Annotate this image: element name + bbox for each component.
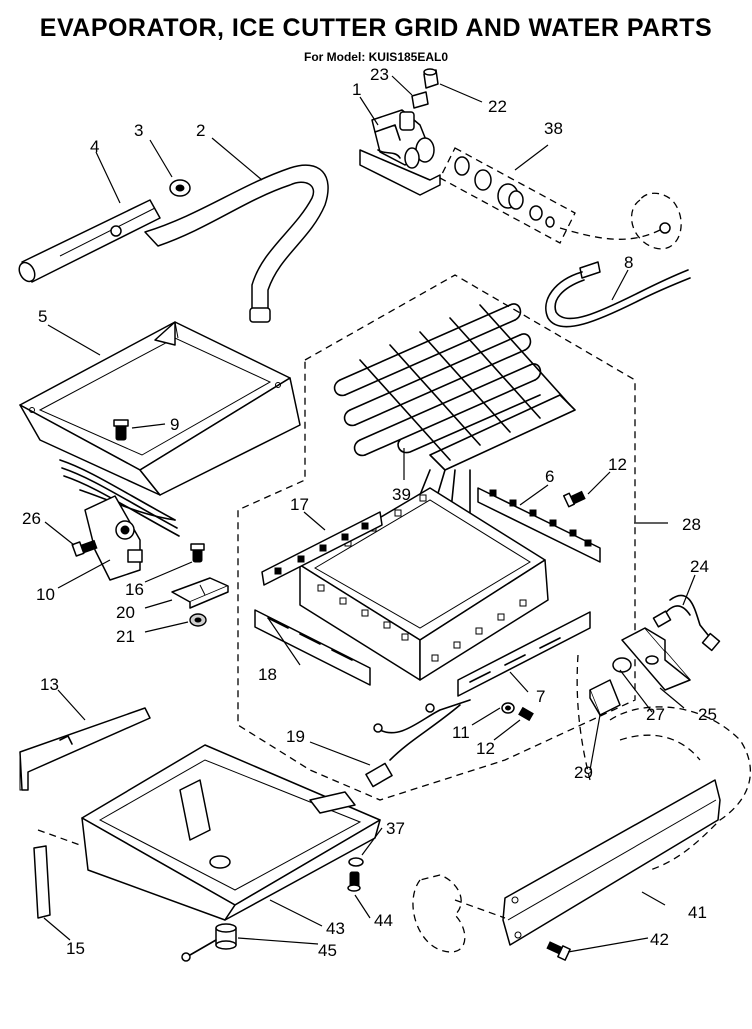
callout-18: 18 — [258, 665, 277, 684]
callout-7: 7 — [536, 687, 545, 706]
callout-8: 8 — [624, 253, 633, 272]
callout-9: 9 — [170, 415, 179, 434]
part-22-cap — [423, 68, 439, 89]
callout-20: 20 — [116, 603, 135, 622]
callout-5: 5 — [38, 307, 47, 326]
callout-24: 24 — [690, 557, 709, 576]
part-12-screw-upper — [562, 490, 586, 508]
part-28-dashed-enclosure — [237, 274, 636, 801]
callout-27: 27 — [646, 705, 665, 724]
part-2-water-hose — [144, 164, 329, 323]
part-26-screw — [71, 539, 98, 557]
part-10-bracket — [84, 495, 143, 581]
part-19-wire-harness — [365, 699, 471, 788]
part-13-bracket — [19, 707, 151, 791]
callout-44: 44 — [374, 911, 393, 930]
part-3-grommet — [169, 179, 191, 197]
part-44-screw — [347, 871, 361, 892]
callout-12-lower: 12 — [476, 739, 495, 758]
part-12-screw-lower — [518, 706, 534, 722]
part-16-screw — [190, 543, 205, 563]
part-24-wire-connector — [652, 594, 721, 652]
callout-28: 28 — [682, 515, 701, 534]
callout-12-upper: 12 — [608, 455, 627, 474]
callout-41: 41 — [688, 903, 707, 922]
callout-16: 16 — [125, 580, 144, 599]
callout-21: 21 — [116, 627, 135, 646]
part-8-fill-tube — [545, 261, 691, 328]
callout-38: 38 — [544, 119, 563, 138]
model-subtitle: For Model: KUIS185EAL0 — [303, 50, 449, 64]
part-23-clamp — [411, 91, 429, 109]
callout-15: 15 — [66, 939, 85, 958]
part-15-drain-tube — [33, 829, 81, 919]
callout-4: 4 — [90, 137, 99, 156]
part-43-storage-bin — [81, 744, 381, 921]
callout-labels: 1 2 3 4 5 6 7 8 9 10 11 12 12 13 15 16 1… — [22, 65, 717, 960]
cabinet-dashed-outline-right — [576, 654, 752, 871]
callout-13: 13 — [40, 675, 59, 694]
part-38-fitting-kit — [439, 147, 576, 244]
leader-lines — [43, 75, 696, 953]
callout-19: 19 — [286, 727, 305, 746]
part-27-insulator — [612, 657, 632, 673]
part-45-cap — [181, 923, 237, 962]
callout-1: 1 — [352, 80, 361, 99]
callout-29: 29 — [574, 763, 593, 782]
callout-22: 22 — [488, 97, 507, 116]
part-37-washer — [348, 857, 364, 867]
callout-43: 43 — [326, 919, 345, 938]
callout-42: 42 — [650, 930, 669, 949]
cabinet-dashed-outline-lower — [412, 874, 506, 953]
part-9-screw — [113, 419, 129, 441]
callout-37: 37 — [386, 819, 405, 838]
callout-23: 23 — [370, 65, 389, 84]
part-6-heater-strip — [477, 487, 601, 563]
part-25-bracket — [621, 627, 691, 691]
water-supply-dashed-line — [559, 192, 682, 250]
callout-10: 10 — [36, 585, 55, 604]
cutter-grid-frame — [299, 487, 549, 681]
part-5-evaporator-tray — [19, 321, 301, 537]
part-21-nut — [189, 613, 207, 627]
part-42-screw — [546, 941, 571, 961]
part-29-bracket — [589, 679, 621, 716]
callout-2: 2 — [196, 121, 205, 140]
part-7-heater-strip — [457, 611, 591, 697]
callout-45: 45 — [318, 941, 337, 960]
callout-11: 11 — [452, 723, 470, 742]
diagram-title: EVAPORATOR, ICE CUTTER GRID AND WATER PA… — [39, 14, 713, 42]
part-4-evaporator-tube — [18, 199, 161, 283]
callout-17: 17 — [290, 495, 309, 514]
callout-6: 6 — [545, 467, 554, 486]
callout-3: 3 — [134, 121, 143, 140]
callout-26: 26 — [22, 509, 41, 528]
part-1-water-valve — [359, 109, 441, 196]
part-18-heater-strip — [254, 609, 371, 686]
part-11-nut — [501, 702, 515, 714]
callout-25: 25 — [698, 705, 717, 724]
part-20-clip — [171, 577, 229, 609]
part-17-heater-strip — [261, 511, 383, 586]
callout-39: 39 — [392, 485, 411, 504]
part-41-front-panel — [502, 779, 721, 946]
